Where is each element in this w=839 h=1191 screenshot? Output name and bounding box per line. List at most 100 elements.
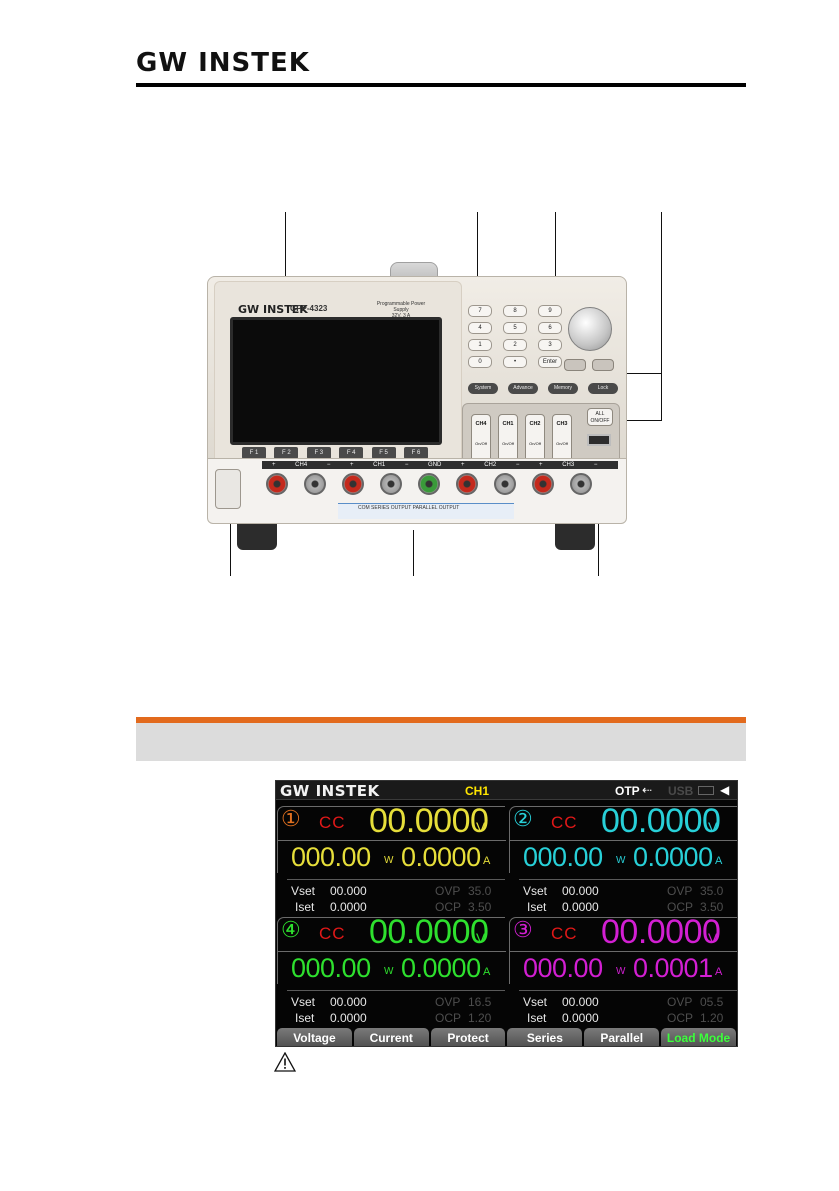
power-readout: 000.00: [291, 953, 371, 983]
panel-divider: [287, 879, 505, 880]
iset-value: 0.0000: [562, 1011, 599, 1025]
vset-label: Vset: [291, 995, 316, 1009]
f3-key[interactable]: F 3: [306, 447, 331, 459]
vset-value: 00.000: [330, 884, 367, 898]
panel-frame: [351, 806, 505, 807]
ch4-key-sub: On/Off: [475, 441, 487, 446]
memory-key[interactable]: Memory: [548, 383, 578, 394]
power-unit: W: [616, 966, 626, 977]
voltage-unit: V: [708, 819, 718, 835]
key-0[interactable]: 0: [468, 356, 492, 368]
power-unit: W: [616, 855, 626, 866]
channel-number: ④: [281, 918, 301, 943]
key-5[interactable]: 5: [503, 322, 527, 334]
key-2[interactable]: 2: [503, 339, 527, 351]
right-arrow-key[interactable]: [592, 359, 614, 371]
softkey-load-mode[interactable]: Load Mode: [661, 1028, 736, 1046]
section-accent-rule: [136, 717, 746, 723]
system-keys: System Advance Memory Lock: [468, 383, 618, 394]
device-screen: [230, 317, 442, 445]
ch2-key-sub: On/Off: [529, 441, 541, 446]
softkey-voltage[interactable]: Voltage: [277, 1028, 352, 1046]
callout-allonoff-h: [612, 420, 662, 421]
f5-key[interactable]: F 5: [371, 447, 396, 459]
key-dot[interactable]: •: [503, 356, 527, 368]
ch2-positive-terminal: [456, 473, 478, 495]
key-8[interactable]: 8: [503, 305, 527, 317]
panel-frame: [509, 951, 737, 984]
mode-indicator: CC: [319, 924, 346, 943]
panel-frame: [277, 806, 352, 840]
usb-indicator: USB: [668, 784, 694, 798]
channel-number: ②: [513, 807, 533, 832]
ocp-value: 3.50: [700, 900, 724, 914]
ovp-value: 16.5: [468, 995, 492, 1009]
ch4-negative-terminal: [304, 473, 326, 495]
ch2-negative-terminal: [494, 473, 516, 495]
voltage-readout: 00.0000: [601, 913, 721, 951]
key-9[interactable]: 9: [538, 305, 562, 317]
current-unit: A: [715, 966, 723, 978]
ocp-label: OCP: [667, 900, 694, 914]
key-4[interactable]: 4: [468, 322, 492, 334]
panel-divider: [519, 990, 737, 991]
current-readout: 0.0000: [633, 842, 713, 872]
mode-indicator: CC: [319, 813, 346, 832]
callout-keypad: [477, 212, 478, 288]
callout-display: [285, 212, 286, 320]
power-switch[interactable]: [215, 469, 241, 509]
front-foot-left: [237, 524, 277, 550]
output-terminals: [266, 473, 592, 495]
ch1-key-label: CH1: [502, 421, 514, 427]
channel-number: ①: [281, 807, 301, 832]
key-enter[interactable]: Enter: [538, 356, 562, 368]
output-terminal-panel: + CH4 − + CH1 − GND + CH2 − + CH3 − COM …: [207, 458, 627, 524]
ovp-value: 35.0: [468, 884, 492, 898]
key-6[interactable]: 6: [538, 322, 562, 334]
usb-port: [587, 434, 611, 446]
f6-key[interactable]: F 6: [403, 447, 428, 459]
key-3[interactable]: 3: [538, 339, 562, 351]
f1-key[interactable]: F 1: [242, 447, 266, 459]
ch3-key-sub: On/Off: [556, 441, 568, 446]
softkey-series[interactable]: Series: [507, 1028, 583, 1046]
key-1[interactable]: 1: [468, 339, 492, 351]
advance-key[interactable]: Advance: [508, 383, 538, 394]
ocp-label: OCP: [435, 1011, 462, 1025]
power-supply-front-panel: GW INSTEK GPP-4323 Programmable Power Su…: [207, 262, 627, 557]
voltage-readout: 00.0000: [601, 802, 721, 840]
f4-key[interactable]: F 4: [339, 447, 364, 459]
key-7[interactable]: 7: [468, 305, 492, 317]
power-readout: 000.00: [523, 842, 603, 872]
all-onoff-key[interactable]: ALL ON/OFF: [587, 408, 613, 426]
ch1-negative-terminal: [380, 473, 402, 495]
channel-number: ③: [513, 918, 533, 943]
device-title-line1: Programmable Power Supply: [376, 301, 426, 313]
panel-frame: [509, 917, 584, 951]
vset-value: 00.000: [562, 884, 599, 898]
device-model: GPP-4323: [290, 304, 328, 313]
vset-value: 00.000: [562, 995, 599, 1009]
device-title: Programmable Power Supply 32V, 3 A: [371, 301, 431, 319]
softkey-protect[interactable]: Protect: [430, 1028, 506, 1046]
ovp-label: OVP: [667, 995, 693, 1009]
ch1-positive-terminal: [342, 473, 364, 495]
ch2-key-label: CH2: [529, 421, 541, 427]
channel-panel-1: ① CC 00.0000 V 000.00 W 0.0000 A Vset 00…: [277, 802, 508, 915]
control-panel: GW INSTEK GPP-4323 Programmable Power Su…: [207, 276, 627, 473]
softkey-current[interactable]: Current: [353, 1028, 429, 1046]
otp-indicator: OTP: [615, 784, 640, 798]
f2-key[interactable]: F 2: [274, 447, 299, 459]
lock-key[interactable]: Lock: [588, 383, 618, 394]
softkey-parallel[interactable]: Parallel: [584, 1028, 660, 1046]
function-keys: F 1 F 2 F 3 F 4 F 5 F 6: [242, 447, 428, 459]
power-readout: 000.00: [291, 842, 371, 872]
scroll-knob[interactable]: [568, 307, 612, 351]
system-key[interactable]: System: [468, 383, 498, 394]
left-arrow-key[interactable]: [564, 359, 586, 371]
